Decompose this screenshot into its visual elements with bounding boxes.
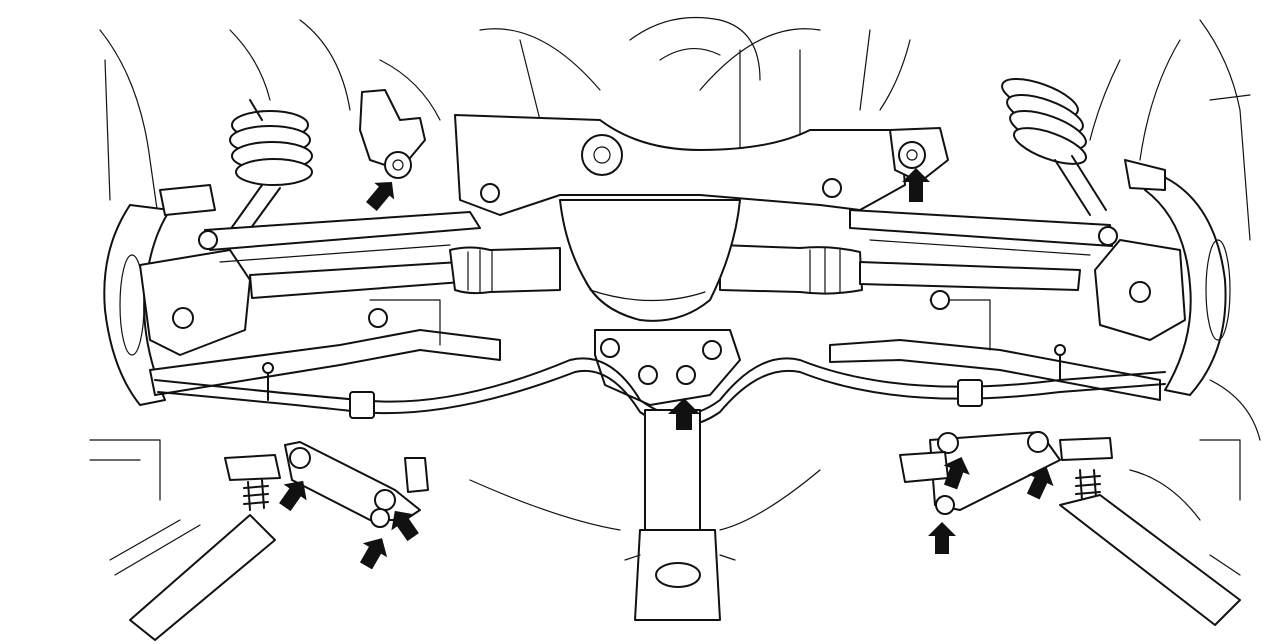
upper-links xyxy=(198,209,1118,263)
arrow-left-bracket-front-bolt xyxy=(279,480,307,512)
drive-shafts xyxy=(249,244,1081,299)
stabilizer-bar xyxy=(154,344,1166,427)
arrow-right-bracket-rear-bolt-2 xyxy=(928,522,956,554)
left-coil-spring xyxy=(229,99,313,233)
arrow-differential-mount xyxy=(668,398,700,430)
arrow-right-bracket-front-bolt xyxy=(943,456,970,490)
arrow-left-bracket-rear-bolt-1 xyxy=(391,510,419,542)
right-coil-spring xyxy=(1001,78,1107,216)
left-hub-assembly xyxy=(103,184,251,406)
center-support-column xyxy=(624,409,736,621)
right-lower-bracket xyxy=(899,431,1241,626)
differential xyxy=(559,199,741,406)
lower-control-arms xyxy=(149,290,1161,401)
arrow-right-bracket-rear-bolt-1 xyxy=(1026,467,1054,500)
right-hub-assembly xyxy=(1094,159,1231,396)
callout-arrows xyxy=(279,168,1054,570)
arrow-subframe-upper-left-mount xyxy=(365,181,395,211)
body-outline xyxy=(89,17,1261,561)
subframe-crossmember xyxy=(359,89,949,216)
arrow-left-bracket-rear-bolt-2 xyxy=(359,538,388,570)
arrow-subframe-upper-right-mount xyxy=(902,168,930,202)
